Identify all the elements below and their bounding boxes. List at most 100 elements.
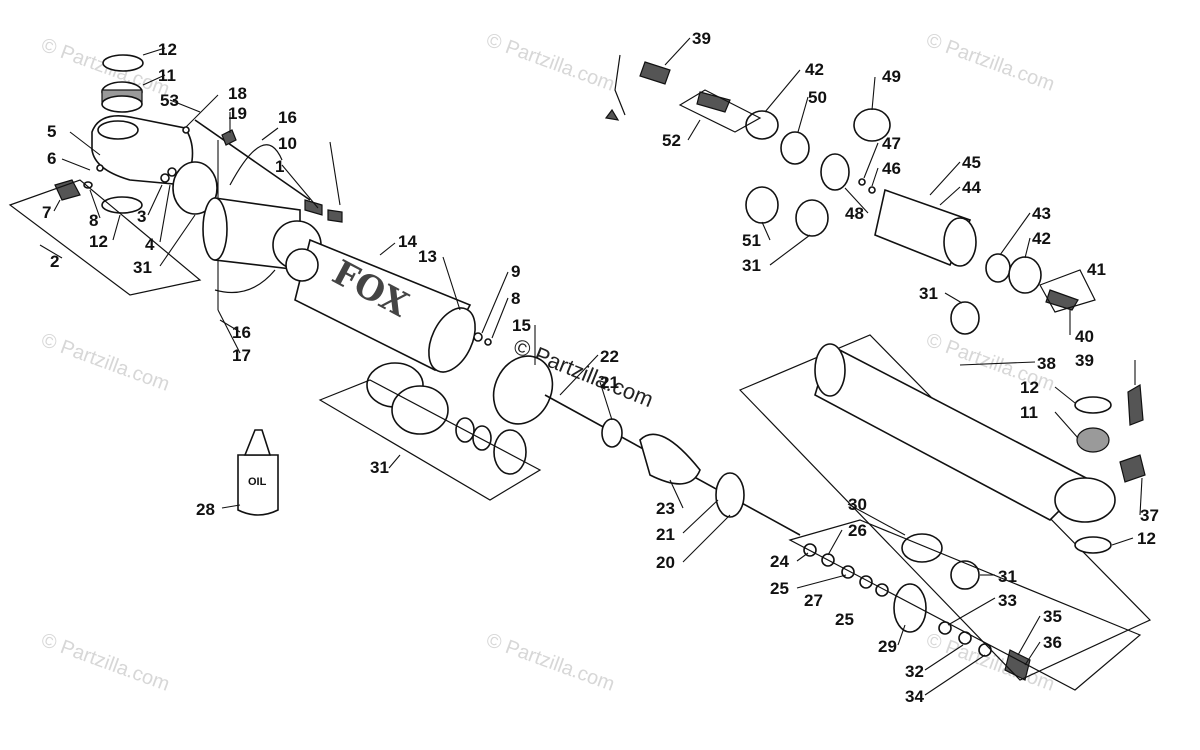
o-ring-31-right bbox=[950, 560, 980, 590]
group-bracket-52 bbox=[678, 89, 762, 133]
watermark-text: © Partzilla.com bbox=[483, 29, 617, 96]
body-shell-assembly bbox=[738, 334, 1152, 681]
spring-46 bbox=[868, 186, 876, 194]
washer-8 bbox=[83, 181, 93, 189]
hose-fitting-39 bbox=[639, 61, 671, 85]
callout-label: 50 bbox=[808, 88, 827, 107]
callout-label: 47 bbox=[882, 134, 901, 153]
shock-body-13-end bbox=[428, 307, 476, 373]
canister-14-left-end bbox=[202, 197, 228, 261]
hose-rod-53 bbox=[194, 119, 311, 201]
bleed-screw-6 bbox=[54, 179, 81, 201]
seal-kit-31 bbox=[318, 362, 542, 501]
callout-label: 48 bbox=[845, 204, 864, 223]
watermark-text: © Partzilla.com bbox=[483, 629, 617, 696]
bearing-15 bbox=[492, 355, 554, 425]
callout-label: 19 bbox=[228, 104, 247, 123]
callout-label: 45 bbox=[962, 153, 981, 172]
o-ring-31-top bbox=[795, 199, 829, 237]
o-ring-4 bbox=[160, 173, 170, 183]
fitting-39-right bbox=[1127, 384, 1144, 426]
callout-label: 28 bbox=[196, 500, 215, 519]
body-eyelet bbox=[1054, 477, 1116, 523]
shock-body-group: FOX bbox=[202, 197, 492, 373]
callout-label: 1 bbox=[275, 157, 284, 176]
callout-label: 44 bbox=[962, 178, 981, 197]
callout-label: 20 bbox=[656, 553, 675, 572]
shim-34 bbox=[978, 643, 992, 657]
callout-label: 7 bbox=[42, 203, 51, 222]
callout-label: 49 bbox=[882, 67, 901, 86]
nut-19 bbox=[221, 129, 237, 146]
seal-31-b bbox=[391, 385, 449, 435]
nut-36 bbox=[1004, 649, 1031, 681]
piston-48 bbox=[820, 153, 850, 191]
o-ring-42-right bbox=[1008, 256, 1042, 294]
callout-label: 36 bbox=[1043, 633, 1062, 652]
washer-8-right bbox=[484, 338, 492, 346]
callout-label: 12 bbox=[1137, 529, 1156, 548]
spring-seat-21 bbox=[601, 418, 623, 448]
callout-label: 22 bbox=[600, 347, 619, 366]
callout-label: 35 bbox=[1043, 607, 1062, 626]
callout-label: 11 bbox=[158, 66, 176, 85]
callout-label: 37 bbox=[1140, 506, 1159, 525]
watermark-text: © Partzilla.com bbox=[38, 629, 172, 696]
cap-50 bbox=[780, 131, 810, 165]
reservoir-45-end bbox=[943, 217, 977, 267]
callout-label: 16 bbox=[278, 108, 297, 127]
callout-label: 21 bbox=[600, 373, 619, 392]
oil-bottle-label: OIL bbox=[248, 476, 267, 488]
bearing-30 bbox=[901, 533, 943, 563]
callout-label: 30 bbox=[848, 495, 867, 514]
watermark-text: © Partzilla.com bbox=[38, 329, 172, 396]
seal-51 bbox=[745, 186, 779, 224]
ball-7 bbox=[96, 164, 104, 172]
callout-label: 38 bbox=[1037, 354, 1056, 373]
callout-label: 27 bbox=[804, 591, 823, 610]
fitting-1 bbox=[327, 209, 343, 223]
callout-label: 32 bbox=[905, 662, 924, 681]
watermark-text: © Partzilla.com bbox=[923, 29, 1057, 96]
group-bracket-31 bbox=[318, 379, 542, 501]
piston-29 bbox=[893, 583, 927, 633]
callout-label: 42 bbox=[805, 60, 824, 79]
seal-12-right-top bbox=[1074, 396, 1112, 414]
ball-9 bbox=[473, 332, 483, 342]
seal-31-d bbox=[472, 425, 492, 451]
shaft-assembly bbox=[492, 355, 1142, 691]
callout-label: 39 bbox=[692, 29, 711, 48]
o-ring-42-top bbox=[745, 110, 779, 140]
o-ring-31-left bbox=[172, 161, 218, 215]
body-shell-38-end bbox=[814, 343, 846, 397]
bushing-11-right bbox=[1076, 427, 1110, 453]
oil-bottle-nozzle bbox=[243, 429, 272, 456]
leader-lines bbox=[39, 37, 1143, 696]
reservoir-assembly bbox=[604, 54, 1096, 335]
hose-arrow bbox=[604, 108, 620, 121]
callout-label: 15 bbox=[512, 316, 531, 335]
callout-label: 5 bbox=[47, 122, 56, 141]
cap-43 bbox=[985, 253, 1011, 283]
fitting-10 bbox=[304, 199, 323, 216]
group-bracket-shims bbox=[788, 519, 1142, 691]
callout-label: 13 bbox=[418, 247, 437, 266]
clamp-16-lower bbox=[214, 269, 276, 294]
callout-label: 16 bbox=[232, 323, 251, 342]
callout-label: 4 bbox=[145, 235, 155, 254]
callout-label: 40 bbox=[1075, 327, 1094, 346]
callout-label: 2 bbox=[50, 252, 59, 271]
callout-label: 18 bbox=[228, 84, 247, 103]
callout-label: 14 bbox=[398, 232, 417, 251]
pin-18 bbox=[182, 126, 190, 134]
seal-31-e bbox=[493, 429, 527, 475]
callout-label: 26 bbox=[848, 521, 867, 540]
bumper-spring-23 bbox=[639, 433, 701, 485]
callout-label: 12 bbox=[1020, 378, 1039, 397]
callout-label: 8 bbox=[89, 211, 98, 230]
callout-label: 29 bbox=[878, 637, 897, 656]
callout-label: 31 bbox=[919, 284, 938, 303]
o-ring-31-reservoir bbox=[950, 301, 980, 335]
